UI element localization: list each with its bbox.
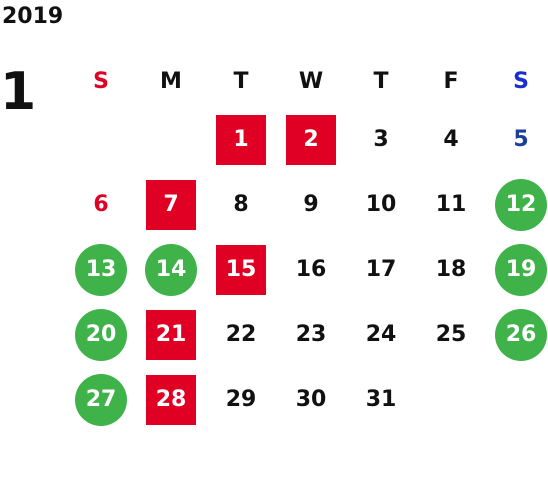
day-number: 24 [365,321,397,347]
day-cell [66,107,136,172]
day-cell [136,107,206,172]
day-cell[interactable]: 26 [486,302,548,367]
day-number: 9 [303,191,319,217]
day-number: 26 [495,308,547,361]
day-number: 14 [145,243,197,296]
day-number: 1 [216,114,266,165]
day-cell[interactable]: 4 [416,107,486,172]
day-cell[interactable]: 11 [416,172,486,237]
day-cell[interactable]: 29 [206,367,276,432]
day-number: 21 [146,309,196,360]
weekday-monday: M [160,68,182,94]
day-cell[interactable]: 15 [206,237,276,302]
day-cell[interactable]: 5 [486,107,548,172]
day-cell[interactable]: 30 [276,367,346,432]
day-number: 30 [295,386,327,412]
day-cell[interactable]: 1 [206,107,276,172]
day-cell[interactable]: 21 [136,302,206,367]
day-number: 7 [146,179,196,230]
week-row: 13 14 15 16 17 18 19 [66,237,548,302]
week-row: 27 28 29 30 31 [66,367,548,432]
day-cell[interactable]: 22 [206,302,276,367]
month-label: 1 [0,62,37,122]
day-number: 6 [93,191,109,217]
day-cell[interactable]: 16 [276,237,346,302]
day-number: 29 [225,386,257,412]
day-cell[interactable]: 18 [416,237,486,302]
day-number: 15 [216,244,266,295]
day-number: 11 [435,191,467,217]
day-cell[interactable]: 25 [416,302,486,367]
weekday-thursday: T [373,68,389,94]
day-cell[interactable]: 20 [66,302,136,367]
day-cell[interactable]: 27 [66,367,136,432]
weekday-header-row: S M T W T F S [66,55,548,107]
day-cell[interactable]: 8 [206,172,276,237]
day-cell [416,367,486,432]
day-cell[interactable]: 28 [136,367,206,432]
day-number: 20 [75,308,127,361]
day-number: 31 [365,386,397,412]
day-cell[interactable]: 19 [486,237,548,302]
day-number: 5 [513,126,529,152]
day-number: 19 [495,243,547,296]
day-cell[interactable]: 17 [346,237,416,302]
year-label: 2019 [2,4,64,29]
day-number: 25 [435,321,467,347]
day-number: 3 [373,126,389,152]
day-cell [486,367,548,432]
weekday-sunday: S [93,68,109,94]
weekday-friday: F [443,68,459,94]
day-number: 27 [75,373,127,426]
day-cell[interactable]: 13 [66,237,136,302]
day-cell[interactable]: 23 [276,302,346,367]
week-row: 6 7 8 9 10 11 12 [66,172,548,237]
day-number: 8 [233,191,249,217]
day-number: 16 [295,256,327,282]
day-number: 28 [146,374,196,425]
day-number: 4 [443,126,459,152]
day-cell[interactable]: 10 [346,172,416,237]
day-number: 18 [435,256,467,282]
day-cell[interactable]: 31 [346,367,416,432]
weekday-tuesday: T [233,68,249,94]
day-cell[interactable]: 6 [66,172,136,237]
day-number: 23 [295,321,327,347]
weekday-wednesday: W [298,68,324,94]
day-number: 2 [286,114,336,165]
day-number: 12 [495,178,547,231]
day-number: 22 [225,321,257,347]
day-number: 17 [365,256,397,282]
day-cell[interactable]: 3 [346,107,416,172]
day-cell[interactable]: 9 [276,172,346,237]
day-number: 10 [365,191,397,217]
weekday-saturday: S [513,68,529,94]
day-number: 13 [75,243,127,296]
day-cell[interactable]: 12 [486,172,548,237]
day-cell[interactable]: 2 [276,107,346,172]
day-cell[interactable]: 14 [136,237,206,302]
day-cell[interactable]: 24 [346,302,416,367]
week-row: 20 21 22 23 24 25 26 [66,302,548,367]
day-cell[interactable]: 7 [136,172,206,237]
